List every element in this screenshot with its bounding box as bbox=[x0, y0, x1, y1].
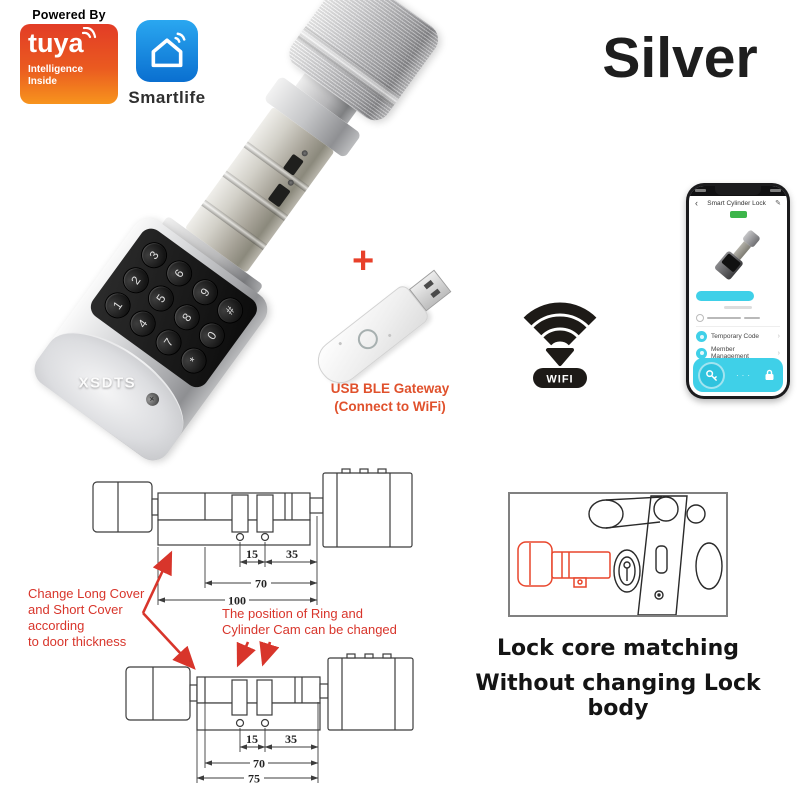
app-header: ‹ Smart Cylinder Lock ✎ bbox=[689, 196, 787, 208]
menu-label: Temporary Code bbox=[711, 333, 760, 340]
wifi-label: WIFI bbox=[546, 374, 573, 386]
mini-lock-image bbox=[713, 227, 762, 281]
chevron-right-icon: › bbox=[777, 349, 780, 357]
cover-note: Change Long Cover and Short Cover accord… bbox=[28, 586, 145, 649]
keypad-key: 7 bbox=[151, 325, 186, 359]
tuya-badge: Powered By tuya Intelligence Inside bbox=[20, 8, 118, 104]
dim-top-100: 100 bbox=[228, 594, 246, 608]
keypad-key: 5 bbox=[144, 281, 178, 316]
wifi-icon: WIFI bbox=[502, 272, 622, 393]
app-menu-row: Temporary Code › bbox=[696, 331, 780, 342]
back-icon: ‹ bbox=[695, 198, 698, 208]
keypad-key: 9 bbox=[187, 275, 222, 309]
plus-sign: + bbox=[352, 240, 375, 282]
app-title: Smart Cylinder Lock bbox=[707, 200, 766, 207]
app-menu-row: Member Management › bbox=[696, 346, 780, 360]
usb-dongle bbox=[309, 259, 462, 392]
brand-logo: XSDTS bbox=[78, 374, 137, 392]
smartlife-house-icon bbox=[136, 20, 198, 82]
phone-mockup: ‹ Smart Cylinder Lock ✎ Temporary Code › bbox=[686, 183, 790, 399]
app-primary-button bbox=[696, 291, 754, 301]
app-bottom-bar: ··· bbox=[693, 358, 783, 392]
dim-top-15: 15 bbox=[246, 547, 258, 561]
keypad-key: 8 bbox=[169, 300, 204, 334]
phone-notch bbox=[715, 186, 761, 195]
usb-gateway: USB BLE Gateway (Connect to WiFi) bbox=[306, 258, 482, 418]
powered-by-label: Powered By bbox=[32, 8, 106, 22]
member-management-icon bbox=[696, 347, 707, 359]
chevron-right-icon: › bbox=[777, 333, 780, 340]
keypad-key: 1 bbox=[100, 288, 135, 323]
dim-top-70: 70 bbox=[255, 577, 267, 591]
dim-top-35: 35 bbox=[286, 547, 298, 561]
status-bar bbox=[689, 186, 787, 196]
unlock-key-icon bbox=[698, 361, 725, 389]
dimension-drawing-75mm: 15 35 70 75 bbox=[125, 653, 414, 786]
gateway-logo-icon bbox=[353, 325, 382, 354]
tuya-wordmark: tuya bbox=[28, 27, 96, 57]
cam-note: The position of Ring and Cylinder Cam ca… bbox=[222, 606, 397, 637]
keypad-key: 2 bbox=[119, 263, 153, 298]
tuya-logo: tuya Intelligence Inside bbox=[20, 24, 118, 104]
keypad-key: * bbox=[176, 343, 211, 378]
dim-bottom-75: 75 bbox=[248, 772, 260, 786]
footer-line1: Lock core matching bbox=[497, 636, 739, 661]
usb-gateway-caption: USB BLE Gateway (Connect to WiFi) bbox=[330, 381, 450, 414]
battery-icon bbox=[729, 211, 747, 218]
keypad-key: 4 bbox=[126, 307, 160, 341]
app-product-image bbox=[689, 218, 787, 290]
menu-label: Member Management bbox=[711, 346, 749, 360]
smartlife-label: Smartlife bbox=[128, 88, 206, 107]
footer-caption: Lock core matching Without changing Lock… bbox=[448, 636, 788, 721]
color-title: Silver bbox=[602, 26, 758, 90]
padlock-icon bbox=[765, 369, 774, 380]
tuya-tagline: Intelligence Inside bbox=[28, 64, 84, 87]
dim-bottom-70: 70 bbox=[253, 757, 265, 771]
lock-core-matching-diagram bbox=[508, 492, 728, 617]
footer-line2: Without changing Lock body bbox=[475, 671, 761, 721]
edit-icon: ✎ bbox=[775, 200, 781, 207]
keypad-key: # bbox=[213, 293, 247, 328]
tuya-signal-icon bbox=[81, 27, 96, 39]
temporary-code-icon bbox=[696, 331, 707, 342]
smartlife-badge: Smartlife bbox=[122, 20, 212, 108]
dimension-drawing-100mm: 15 35 70 100 bbox=[92, 468, 413, 608]
app-info-row bbox=[696, 314, 780, 327]
dim-bottom-35: 35 bbox=[285, 732, 297, 746]
screw-icon: + bbox=[143, 390, 162, 409]
dim-bottom-15: 15 bbox=[246, 732, 258, 746]
sheet-grabber bbox=[724, 306, 752, 309]
usb-dongle-body bbox=[309, 283, 432, 392]
keypad-key: 3 bbox=[137, 238, 171, 273]
app-screen: ‹ Smart Cylinder Lock ✎ Temporary Code › bbox=[689, 186, 787, 396]
info-icon bbox=[696, 314, 704, 322]
keypad-key: 6 bbox=[162, 256, 197, 291]
keypad-key: 0 bbox=[195, 318, 229, 353]
battery-row bbox=[689, 208, 787, 218]
page-dots: ··· bbox=[736, 370, 753, 380]
